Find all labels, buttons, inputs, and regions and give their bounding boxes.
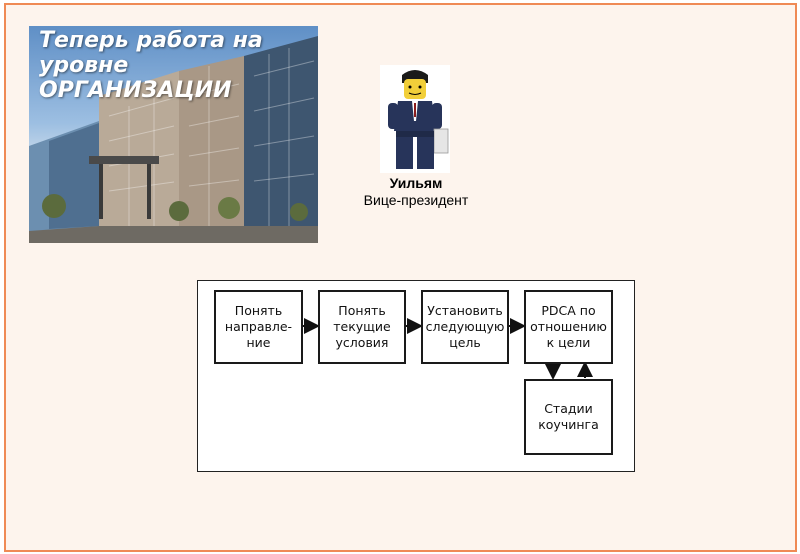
lego-businessman-icon — [388, 70, 449, 169]
step-understand-direction: Понять направле- ние — [214, 290, 303, 364]
building-photo: Теперь работа на уровне ОРГАНИЗАЦИИ — [29, 26, 318, 243]
building-illustration — [29, 36, 318, 243]
improvement-kata-flowchart: Понять направле- ние Понять текущие усло… — [197, 280, 635, 472]
person-name: Уильям — [389, 175, 443, 191]
person-role: Вице-президент — [363, 192, 469, 208]
slide: Теперь работа на уровне ОРГАНИЗАЦИИ У — [4, 3, 797, 552]
step-next-target: Установить следующую цель — [421, 290, 509, 364]
flow-arrows — [302, 318, 593, 380]
step-pdca: PDCA по отношению к цели — [524, 290, 613, 364]
slide-headline: Теперь работа на уровне ОРГАНИЗАЦИИ — [39, 28, 263, 103]
step-coaching-cycles: Стадии коучинга — [524, 379, 613, 455]
lego-figure — [380, 65, 450, 173]
step-current-condition: Понять текущие условия — [318, 290, 406, 364]
